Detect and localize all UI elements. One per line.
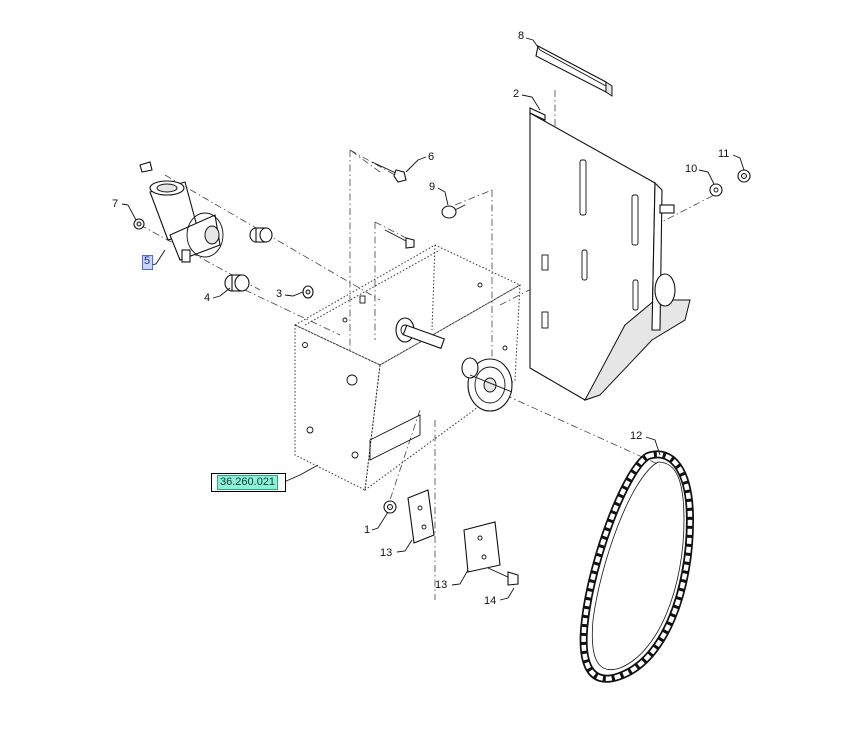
callouts: 8 2 6 9 11 10 7 4 3 12 1 13 13 14 [112, 30, 729, 607]
small-bolt [384, 229, 415, 249]
part-11-nut [737, 169, 751, 183]
callout-12[interactable]: 12 [630, 430, 642, 442]
part-3-bushing [302, 285, 314, 299]
callout-13-lower[interactable]: 13 [435, 579, 447, 591]
reference-link-text[interactable]: 36.260.021 [217, 475, 279, 490]
part-14-bolt [487, 567, 519, 586]
callout-2[interactable]: 2 [513, 88, 519, 100]
callout-13-upper[interactable]: 13 [380, 547, 392, 559]
part-12-chain [579, 450, 695, 683]
assembly-center-lines [139, 90, 721, 600]
part-10-washer [709, 183, 723, 197]
part-2-mounting-plate [529, 107, 691, 401]
part-7-nut [133, 218, 145, 230]
callout-6[interactable]: 6 [428, 151, 434, 163]
callout-14[interactable]: 14 [484, 595, 496, 607]
callout-10[interactable]: 10 [685, 163, 697, 175]
callout-1[interactable]: 1 [364, 524, 370, 536]
callout-5-selected[interactable]: 5 [142, 255, 153, 270]
frame-housing [293, 244, 522, 492]
part-1-bolt [383, 500, 397, 514]
shaft-sprocket [395, 317, 513, 412]
reference-link-box[interactable]: 36.260.021 [211, 473, 286, 492]
callout-9[interactable]: 9 [429, 181, 435, 193]
spacer [249, 227, 273, 243]
callout-8[interactable]: 8 [518, 30, 524, 42]
part-4-bushing [224, 274, 250, 292]
part-8-strip [535, 45, 613, 97]
part-13-plate-lower [463, 521, 501, 573]
part-6-bolt [371, 161, 407, 183]
part-5-motor [139, 161, 224, 263]
callout-5: 5 [144, 255, 151, 267]
callout-4[interactable]: 4 [204, 292, 210, 304]
callout-11[interactable]: 11 [718, 148, 729, 160]
callout-7[interactable]: 7 [112, 198, 118, 210]
callout-3[interactable]: 3 [276, 288, 282, 300]
part-9-bolt [441, 204, 466, 219]
part-13-plate-upper [407, 489, 435, 544]
